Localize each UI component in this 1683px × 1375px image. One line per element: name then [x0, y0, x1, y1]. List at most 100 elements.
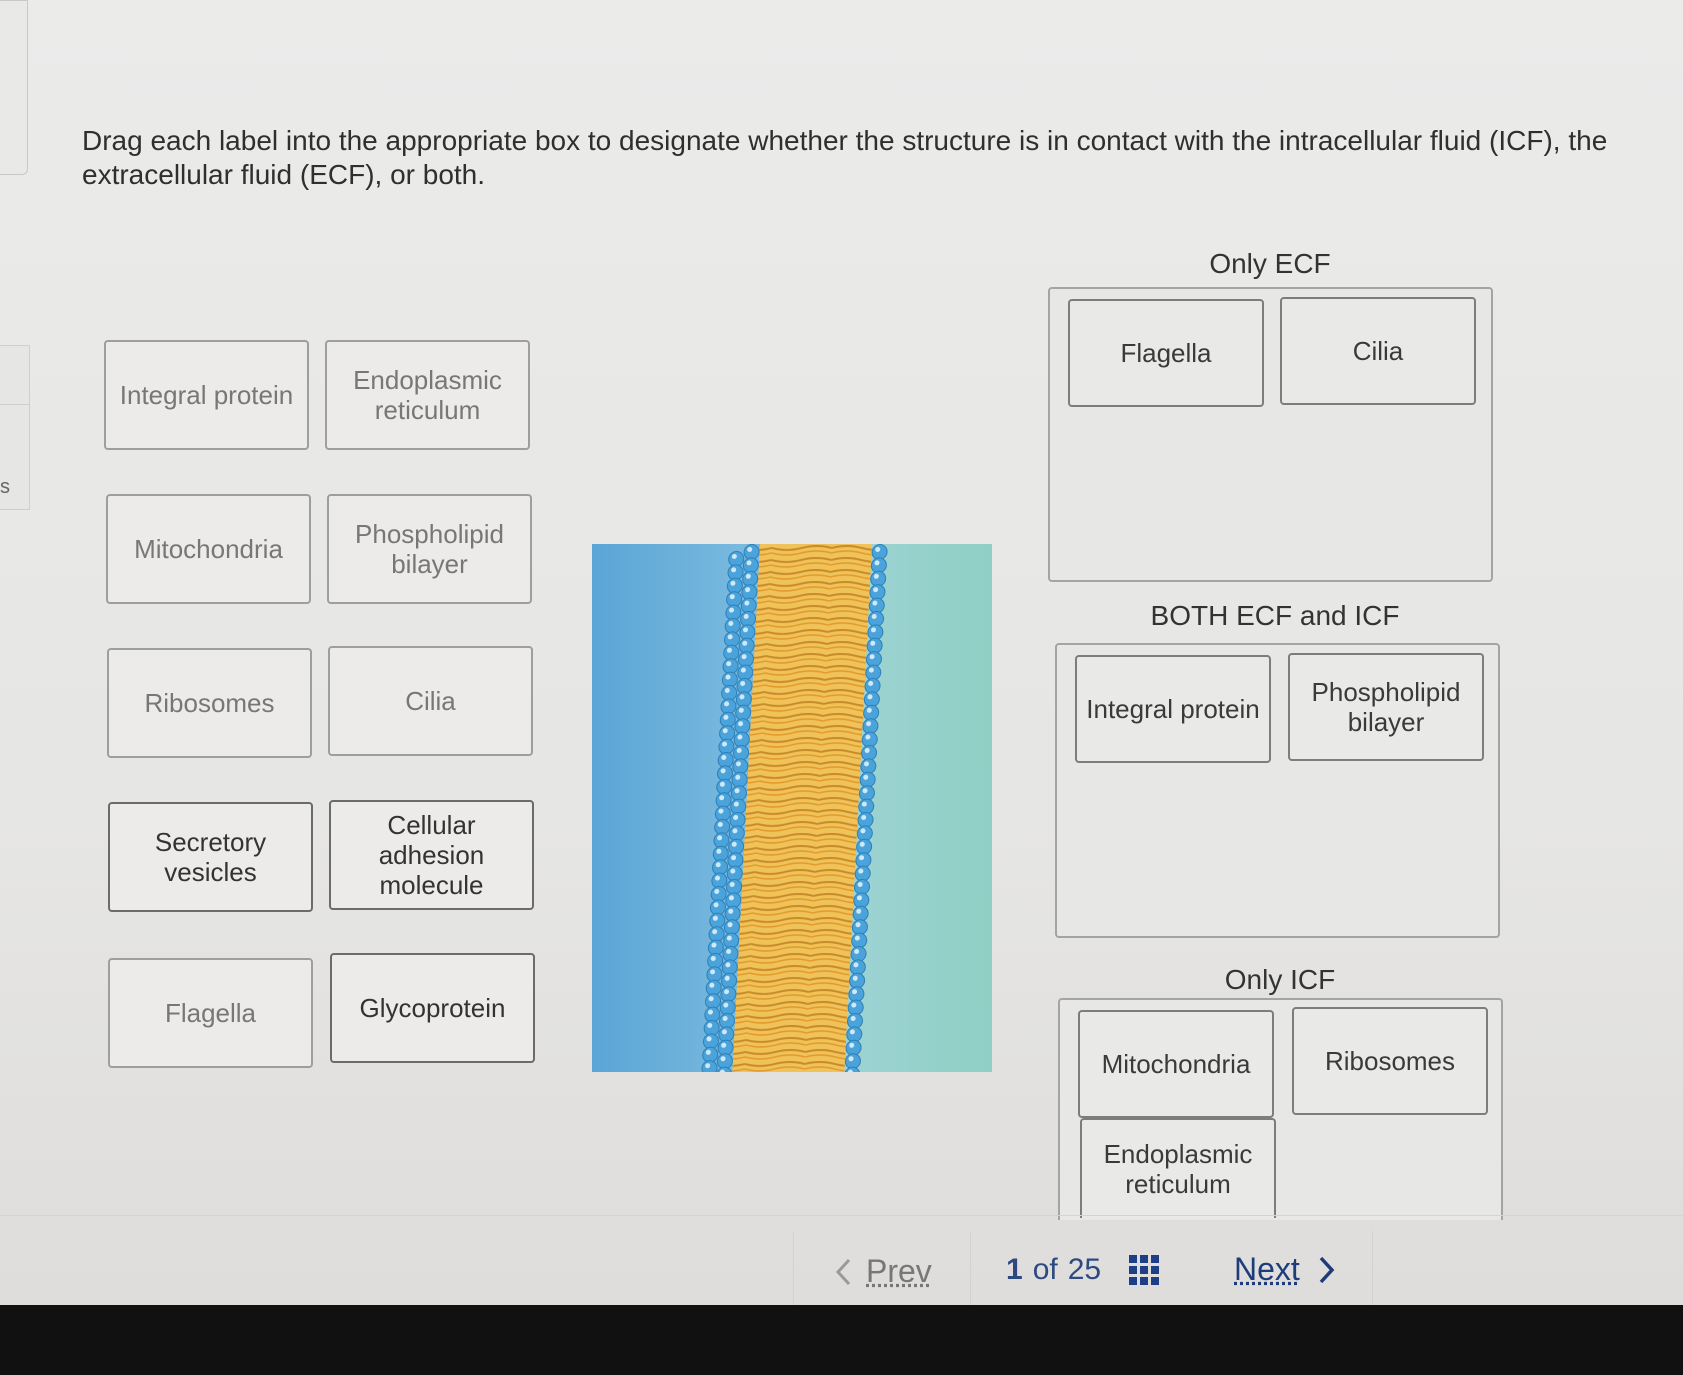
- head-highlight: [712, 929, 718, 935]
- head-group: [703, 1020, 720, 1036]
- head-highlight: [720, 768, 726, 774]
- head-highlight: [729, 882, 735, 887]
- placed-ribosomes[interactable]: Ribosomes: [1292, 1007, 1488, 1115]
- current-question: 1: [1006, 1253, 1023, 1286]
- placed-flagella[interactable]: Flagella: [1068, 299, 1264, 407]
- label-secretory-vesicles[interactable]: Secretory vesicles: [108, 802, 313, 912]
- head-group: [736, 678, 753, 694]
- label-endoplasmic-reticulum[interactable]: Endoplasmic reticulum: [325, 340, 530, 450]
- head-group: [702, 1046, 719, 1063]
- head-highlight: [852, 975, 858, 981]
- of-label: of: [1032, 1253, 1058, 1286]
- head-highlight: [716, 848, 722, 854]
- head-highlight: [728, 621, 734, 626]
- placed-cilia[interactable]: Cilia: [1280, 297, 1476, 405]
- prev-button[interactable]: Prev: [834, 1253, 932, 1290]
- dropzone-only-icf[interactable]: Mitochondria Ribosomes Endoplasmic retic…: [1058, 998, 1503, 1220]
- head-group: [717, 1039, 734, 1056]
- head-group: [702, 1033, 719, 1050]
- head-highlight: [731, 554, 737, 559]
- head-group: [857, 812, 874, 828]
- head-highlight: [714, 889, 720, 894]
- chevron-right-icon: [1319, 1256, 1335, 1283]
- head-highlight: [871, 614, 877, 619]
- head-highlight: [731, 567, 737, 573]
- head-highlight: [722, 728, 728, 734]
- head-group: [737, 651, 754, 668]
- head-group: [707, 953, 724, 969]
- label-integral-protein[interactable]: Integral protein: [104, 340, 309, 450]
- head-group: [725, 892, 742, 909]
- label-cilia[interactable]: Cilia: [328, 646, 533, 756]
- head-group: [844, 1053, 861, 1070]
- label-mitochondria[interactable]: Mitochondria: [106, 494, 311, 604]
- head-highlight: [744, 600, 750, 606]
- head-highlight: [851, 1002, 857, 1008]
- head-group: [723, 631, 741, 648]
- left-edge-panel: [0, 0, 28, 175]
- head-highlight: [727, 922, 733, 928]
- head-highlight: [730, 580, 736, 586]
- head-highlight: [709, 982, 715, 988]
- head-group: [863, 691, 880, 708]
- head-group: [867, 624, 884, 641]
- head-group: [737, 664, 754, 681]
- head-highlight: [722, 1016, 728, 1021]
- head-group: [856, 838, 873, 855]
- head-group: [846, 1026, 863, 1043]
- head-group: [727, 852, 744, 869]
- label-cellular-adhesion-molecule[interactable]: Cellular adhesion molecule: [329, 800, 534, 910]
- head-group: [870, 557, 887, 574]
- head-group: [717, 752, 734, 768]
- placed-phospholipid-bilayer[interactable]: Phospholipid bilayer: [1288, 653, 1484, 761]
- head-highlight: [734, 788, 740, 794]
- head-highlight: [849, 1029, 855, 1035]
- placed-integral-protein[interactable]: Integral protein: [1075, 655, 1271, 763]
- head-group: [710, 886, 727, 902]
- head-group: [738, 637, 755, 654]
- head-highlight: [870, 640, 876, 646]
- head-highlight: [723, 1002, 729, 1008]
- head-group: [851, 919, 868, 936]
- head-group: [721, 972, 738, 989]
- head-group: [866, 637, 883, 654]
- head-group: [722, 658, 739, 675]
- head-group: [730, 785, 747, 802]
- head-highlight: [740, 681, 746, 686]
- head-highlight: [724, 989, 730, 995]
- next-button[interactable]: Next: [1234, 1251, 1336, 1288]
- head-highlight: [729, 594, 735, 600]
- grid-icon[interactable]: [1129, 1255, 1160, 1285]
- label-ribosomes[interactable]: Ribosomes: [107, 648, 312, 758]
- dropzone-only-ecf[interactable]: Flagella Cilia: [1048, 287, 1493, 582]
- head-highlight: [859, 841, 865, 847]
- question-selector[interactable]: 1 of 25: [1006, 1253, 1160, 1287]
- head-group: [726, 591, 743, 608]
- head-highlight: [860, 828, 866, 834]
- head-highlight: [726, 647, 732, 653]
- dropzone-both-ecf-icf[interactable]: Integral protein Phospholipid bilayer: [1055, 643, 1500, 938]
- head-group: [854, 865, 871, 882]
- head-highlight: [725, 962, 731, 968]
- head-group: [718, 738, 735, 755]
- head-group: [722, 946, 739, 962]
- label-phospholipid-bilayer[interactable]: Phospholipid bilayer: [327, 494, 532, 604]
- head-highlight: [740, 667, 746, 673]
- head-highlight: [726, 935, 732, 941]
- placed-endoplasmic-reticulum[interactable]: Endoplasmic reticulum: [1080, 1118, 1276, 1218]
- head-highlight: [856, 895, 862, 901]
- head-highlight: [738, 707, 744, 713]
- head-highlight: [725, 674, 731, 680]
- label-glycoprotein[interactable]: Glycoprotein: [330, 953, 535, 1063]
- label-flagella[interactable]: Flagella: [108, 958, 313, 1068]
- head-group: [719, 711, 736, 728]
- head-highlight: [741, 654, 747, 660]
- placed-mitochondria[interactable]: Mitochondria: [1078, 1010, 1274, 1118]
- head-highlight: [720, 1056, 726, 1062]
- head-highlight: [853, 962, 859, 968]
- head-group: [709, 912, 726, 929]
- instructions: Drag each label into the appropriate box…: [82, 125, 1608, 190]
- head-highlight: [729, 607, 735, 613]
- head-group: [716, 778, 733, 795]
- head-group: [724, 905, 741, 922]
